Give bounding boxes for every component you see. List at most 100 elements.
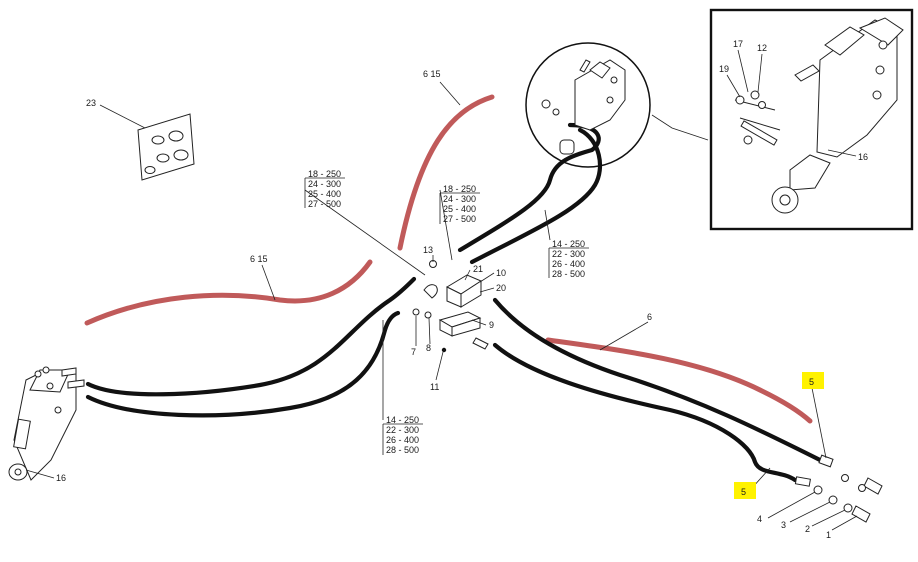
- cylinder-16-detail: [734, 17, 904, 214]
- alt-hose-top: [397, 94, 495, 251]
- length-table-14-lower: 14 - 250 22 - 300 26 - 400 28 - 500: [382, 415, 423, 455]
- length-row: 28 - 500: [386, 445, 419, 455]
- leader-11: [435, 351, 444, 381]
- callout-16-left: 16: [56, 473, 66, 483]
- length-table-18-upper-left: 18 - 250 24 - 300 25 - 400 27 - 500: [304, 169, 345, 209]
- leader-21: [464, 269, 471, 281]
- callout-2: 2: [805, 524, 810, 534]
- length-row: 14 - 250: [386, 415, 419, 425]
- length-row: 22 - 300: [552, 249, 585, 259]
- leader-16-inset: [827, 149, 857, 157]
- callout-13: 13: [423, 245, 433, 255]
- callout-8: 8: [426, 343, 431, 353]
- callout-12: 12: [757, 43, 767, 53]
- hose-top-outer: [457, 122, 601, 253]
- callout-19: 19: [719, 64, 729, 74]
- length-table-14-right: 14 - 250 22 - 300 26 - 400 28 - 500: [548, 239, 589, 279]
- fitting-4: [813, 485, 823, 495]
- callout-7: 7: [411, 347, 416, 357]
- leader-4: [767, 491, 816, 519]
- callout-1: 1: [826, 530, 831, 540]
- adapter-fitting-lower: [472, 337, 489, 350]
- callout-3: 3: [781, 520, 786, 530]
- leader-5-top: [811, 387, 827, 459]
- fitting-oring-upper: [841, 474, 849, 482]
- length-row: 28 - 500: [552, 269, 585, 279]
- valve-block-10-front: [460, 280, 482, 308]
- fitting-5-upper: [818, 454, 834, 468]
- seal-kit-23: [137, 113, 195, 181]
- leader-23: [99, 104, 146, 129]
- fitting-2: [843, 503, 853, 513]
- bolt-11: [441, 347, 447, 353]
- leader-19: [726, 74, 741, 98]
- length-row: 27 - 500: [308, 199, 341, 209]
- callout-17: 17: [733, 39, 743, 49]
- length-row: 18 - 250: [443, 184, 476, 194]
- highlight-5-top: [802, 372, 824, 389]
- length-row: 25 - 400: [443, 204, 476, 214]
- spacer-block-9-side: [451, 317, 481, 337]
- magnifier-pointer: [651, 114, 709, 141]
- leader-14-right: [544, 209, 551, 241]
- length-row: 22 - 300: [386, 425, 419, 435]
- leader-1: [831, 515, 858, 531]
- callout-9: 9: [489, 320, 494, 330]
- leader-10: [479, 272, 495, 283]
- length-row: 24 - 300: [443, 194, 476, 204]
- leader-20: [479, 287, 495, 293]
- callout-11: 11: [430, 382, 439, 392]
- leader-8: [428, 317, 431, 345]
- leader-12: [757, 53, 763, 93]
- cylinder-top-magnified: [541, 59, 626, 155]
- adapter-fitting-center: [423, 284, 438, 299]
- washer-7: [412, 308, 420, 316]
- leader-2: [811, 509, 846, 527]
- callout-23: 23: [86, 98, 96, 108]
- length-row: 26 - 400: [386, 435, 419, 445]
- leader-6-15-top: [439, 81, 461, 106]
- alt-hose-right: [545, 337, 813, 424]
- callout-5-top: 5: [809, 377, 814, 387]
- callout-6-15-left: 6 15: [250, 254, 268, 264]
- fitting-oring-right: [858, 484, 866, 492]
- leader-3: [789, 501, 831, 523]
- length-row: 24 - 300: [308, 179, 341, 189]
- length-row: 18 - 250: [308, 169, 341, 179]
- callout-6-right: 6: [647, 312, 652, 322]
- leader-6-15-left: [261, 264, 276, 301]
- leader-18-center: [439, 189, 453, 261]
- length-row: 14 - 250: [552, 239, 585, 249]
- callout-4: 4: [757, 514, 762, 524]
- length-row: 26 - 400: [552, 259, 585, 269]
- fittings-left: [61, 367, 85, 389]
- callout-21: 21: [473, 264, 483, 274]
- leader-16-left: [25, 469, 55, 479]
- hose-left-lower: [85, 310, 401, 418]
- length-row: 27 - 500: [443, 214, 476, 224]
- elbow-fitting-upper: [863, 477, 883, 495]
- leader-17: [737, 49, 749, 93]
- length-row: 25 - 400: [308, 189, 341, 199]
- elbow-fitting-lower: [851, 505, 871, 523]
- length-table-18-center: 18 - 250 24 - 300 25 - 400 27 - 500: [439, 184, 480, 224]
- cylinder-16-left: [8, 366, 77, 481]
- fitting-3: [828, 495, 838, 505]
- leader-6-right: [599, 321, 649, 351]
- callout-5-bottom: 5: [741, 487, 746, 497]
- leader-9: [471, 319, 487, 326]
- fitting-5-lower: [794, 476, 811, 487]
- callout-16-inset: 16: [858, 152, 868, 162]
- leader-18-upper: [304, 189, 426, 276]
- alt-hose-left: [84, 259, 373, 326]
- callout-20: 20: [496, 283, 506, 293]
- hose-right-upper: [492, 297, 823, 463]
- magnifier-circle: [525, 42, 651, 168]
- hose-left-upper: [85, 276, 417, 397]
- callout-6-15-top: 6 15: [423, 69, 441, 79]
- washer-8: [424, 311, 432, 319]
- callout-10: 10: [496, 268, 506, 278]
- highlight-5-bottom: [734, 482, 756, 499]
